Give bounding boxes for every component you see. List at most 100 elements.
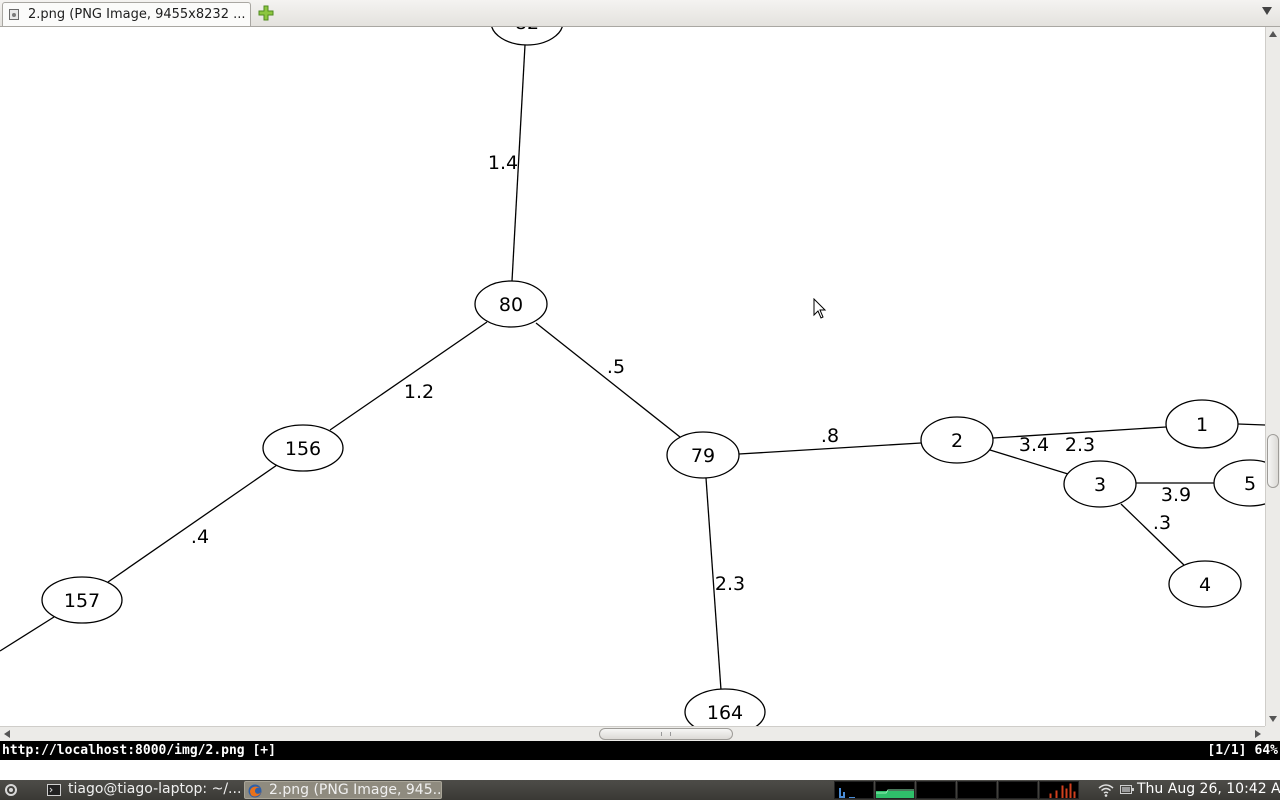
- edge-weight-label: 3.9: [1161, 484, 1191, 506]
- graph-node: 1: [1165, 399, 1239, 449]
- graph-node: 156: [262, 424, 344, 472]
- edge-weight-label: 3.4: [1019, 434, 1049, 456]
- graph-node-ellipse: [1213, 459, 1265, 507]
- edge-weight-label: 2.3: [715, 573, 745, 595]
- scroll-left-arrow-icon[interactable]: [4, 730, 10, 738]
- graph-node-label: 3: [1094, 474, 1106, 496]
- tab-bar: 2.png (PNG Image, 9455x8232 ...: [0, 0, 1280, 27]
- graph-node: 79: [666, 431, 740, 479]
- edge-weight-label: 1.2: [404, 381, 434, 403]
- graph-node: 80: [474, 280, 548, 328]
- terminal-icon: [47, 784, 61, 796]
- graph-node-label: 79: [691, 445, 715, 467]
- status-url: http://localhost:8000/img/2.png [+]: [2, 743, 276, 758]
- system-menu-icon[interactable]: [3, 782, 19, 798]
- graph-node-label: 4: [1199, 574, 1211, 596]
- wifi-icon[interactable]: [1098, 782, 1114, 798]
- graph-edge: [1120, 503, 1186, 567]
- graph-node-ellipse: [1165, 399, 1239, 449]
- edge-weight-label: .4: [191, 526, 209, 548]
- tab-title: 2.png (PNG Image, 9455x8232 ...: [28, 7, 246, 22]
- horizontal-scroll-thumb[interactable]: [599, 728, 733, 740]
- status-zoom: 64%: [1254, 743, 1278, 758]
- tab-list-dropdown-icon[interactable]: [1262, 7, 1272, 15]
- graph-node: 3: [1063, 460, 1137, 508]
- graph-node: 157: [41, 576, 123, 624]
- status-right: [1/1] 64%: [1207, 743, 1278, 758]
- graph-node-label: 157: [64, 590, 100, 612]
- swap-monitor: [916, 781, 956, 799]
- tab-image[interactable]: 2.png (PNG Image, 9455x8232 ...: [2, 2, 251, 26]
- image-file-icon: [9, 9, 19, 20]
- graph-edge: [705, 477, 722, 691]
- edge-weight-label: .3: [1153, 512, 1171, 534]
- graph-node-label: 2: [951, 430, 963, 452]
- graph-edge: [535, 322, 681, 438]
- taskbar-item-label: tiago@tiago-laptop: ~/...: [68, 781, 240, 797]
- desktop-strip: [0, 760, 1280, 780]
- graph-node-ellipse: [920, 416, 994, 464]
- scroll-down-arrow-icon[interactable]: [1269, 716, 1277, 722]
- graph-node-label: 164: [707, 702, 743, 724]
- graph-node-label: 156: [285, 438, 321, 460]
- graph-node-label: 82: [515, 27, 539, 34]
- edge-weight-label: .8: [821, 425, 839, 447]
- vertical-scroll-thumb[interactable]: [1267, 434, 1279, 488]
- graph-node-ellipse: [666, 431, 740, 479]
- graph-node-label: 80: [499, 294, 523, 316]
- graph-node-label: 1: [1196, 414, 1208, 436]
- vertical-scrollbar[interactable]: [1265, 27, 1280, 726]
- graph-node-ellipse: [684, 688, 766, 727]
- graph-edge: [329, 321, 488, 431]
- memory-monitor: [875, 781, 915, 799]
- graph-node: 2: [920, 416, 994, 464]
- scroll-corner: [1265, 726, 1280, 741]
- clock[interactable]: Thu Aug 26, 10:42 AM: [1137, 781, 1280, 797]
- status-line: http://localhost:8000/img/2.png [+] [1/1…: [0, 741, 1280, 760]
- disk-graph: [999, 782, 1038, 799]
- edge-weight-label: 2.3: [1065, 434, 1095, 456]
- edge-157-offscreen: [0, 616, 55, 652]
- image-viewport[interactable]: 1.41.2.5.4.82.33.42.33.9.3 8280156791571…: [0, 27, 1265, 727]
- graph-node-ellipse: [1168, 560, 1242, 608]
- system-monitors: [834, 781, 1084, 799]
- cpu-graph: [839, 788, 855, 798]
- graph-node-ellipse: [262, 424, 344, 472]
- graph-edge: [107, 464, 278, 583]
- graph-edge: [738, 442, 922, 455]
- graph-node-ellipse: [1063, 460, 1137, 508]
- taskbar: tiago@tiago-laptop: ~/... 2.png (PNG Ima…: [0, 780, 1280, 800]
- load-monitor: [957, 781, 997, 799]
- horizontal-scrollbar[interactable]: [0, 726, 1265, 741]
- taskbar-item-label: 2.png (PNG Image, 945...: [269, 782, 442, 798]
- network-graph: [1049, 783, 1076, 798]
- mouse-pointer-icon: [813, 298, 827, 319]
- graph-node: 164: [684, 688, 766, 727]
- status-progress: [1/1]: [1207, 743, 1247, 758]
- memory-graph: [876, 789, 914, 798]
- graph-image: 1.41.2.5.4.82.33.42.33.9.3 8280156791571…: [0, 27, 1265, 727]
- network-monitor: [1039, 781, 1079, 799]
- plus-icon[interactable]: [257, 4, 275, 22]
- disk-monitor: [998, 781, 1038, 799]
- graph-node-ellipse: [491, 27, 563, 46]
- graph-node-label: 5: [1244, 473, 1256, 495]
- graph-node-ellipse: [41, 576, 123, 624]
- graph-node: 5: [1213, 459, 1265, 507]
- edge-1-offscreen: [1237, 423, 1265, 426]
- graph-edge: [989, 449, 1069, 475]
- battery-icon[interactable]: [1120, 785, 1134, 794]
- graph-node: 82: [491, 27, 563, 46]
- graph-edge: [992, 426, 1167, 439]
- firefox-icon: [248, 784, 262, 798]
- graph-edge: [511, 44, 526, 282]
- taskbar-item-terminal[interactable]: tiago@tiago-laptop: ~/...: [44, 781, 240, 799]
- scroll-right-arrow-icon[interactable]: [1255, 730, 1261, 738]
- taskbar-item-browser[interactable]: 2.png (PNG Image, 945...: [244, 781, 442, 799]
- cpu-monitor: [834, 781, 874, 799]
- graph-node-ellipse: [474, 280, 548, 328]
- scroll-up-arrow-icon[interactable]: [1269, 31, 1277, 37]
- graph-node: 4: [1168, 560, 1242, 608]
- edge-weight-label: 1.4: [488, 152, 518, 174]
